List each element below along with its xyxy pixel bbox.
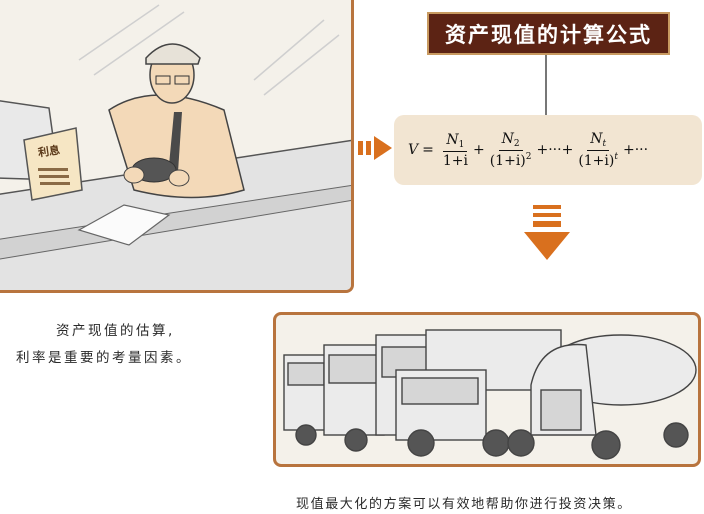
formula-term-t: Nt (1+i)t [578,131,618,169]
formula-eq: = [422,142,434,158]
bottom-caption: 现值最大化的方案可以有效地帮助你进行投资决策。 [296,497,632,512]
present-value-formula: V = N1 1+i + N2 (1+i)2 +···+ Nt (1+i)t +… [394,115,702,185]
down-arrow-icon [524,205,570,260]
formula-tail: +··· [622,142,649,158]
formula-term2: N2 (1+i)2 [489,131,532,169]
trucks-illustration [283,329,697,460]
left-caption-line1: 资产现值的估算, [56,323,175,339]
right-arrow-icon [358,136,392,160]
formula-plus: + [472,142,485,158]
left-caption: 资产现值的估算, 利率是重要的考量因素。 [16,318,236,372]
formula-dots: +···+ [536,142,574,158]
desk-sign-label: 利息 [37,143,61,160]
formula-lhs: V [408,142,419,158]
banker-illustration-panel: 利息 [0,0,354,293]
trucks-illustration-panel [273,312,701,467]
banker-illustration [0,4,351,290]
title-connector [545,55,547,115]
page-title: 资产现值的计算公式 [427,12,670,55]
left-caption-line2: 利率是重要的考量因素。 [16,350,192,366]
formula-term1: N1 1+i [442,131,468,169]
